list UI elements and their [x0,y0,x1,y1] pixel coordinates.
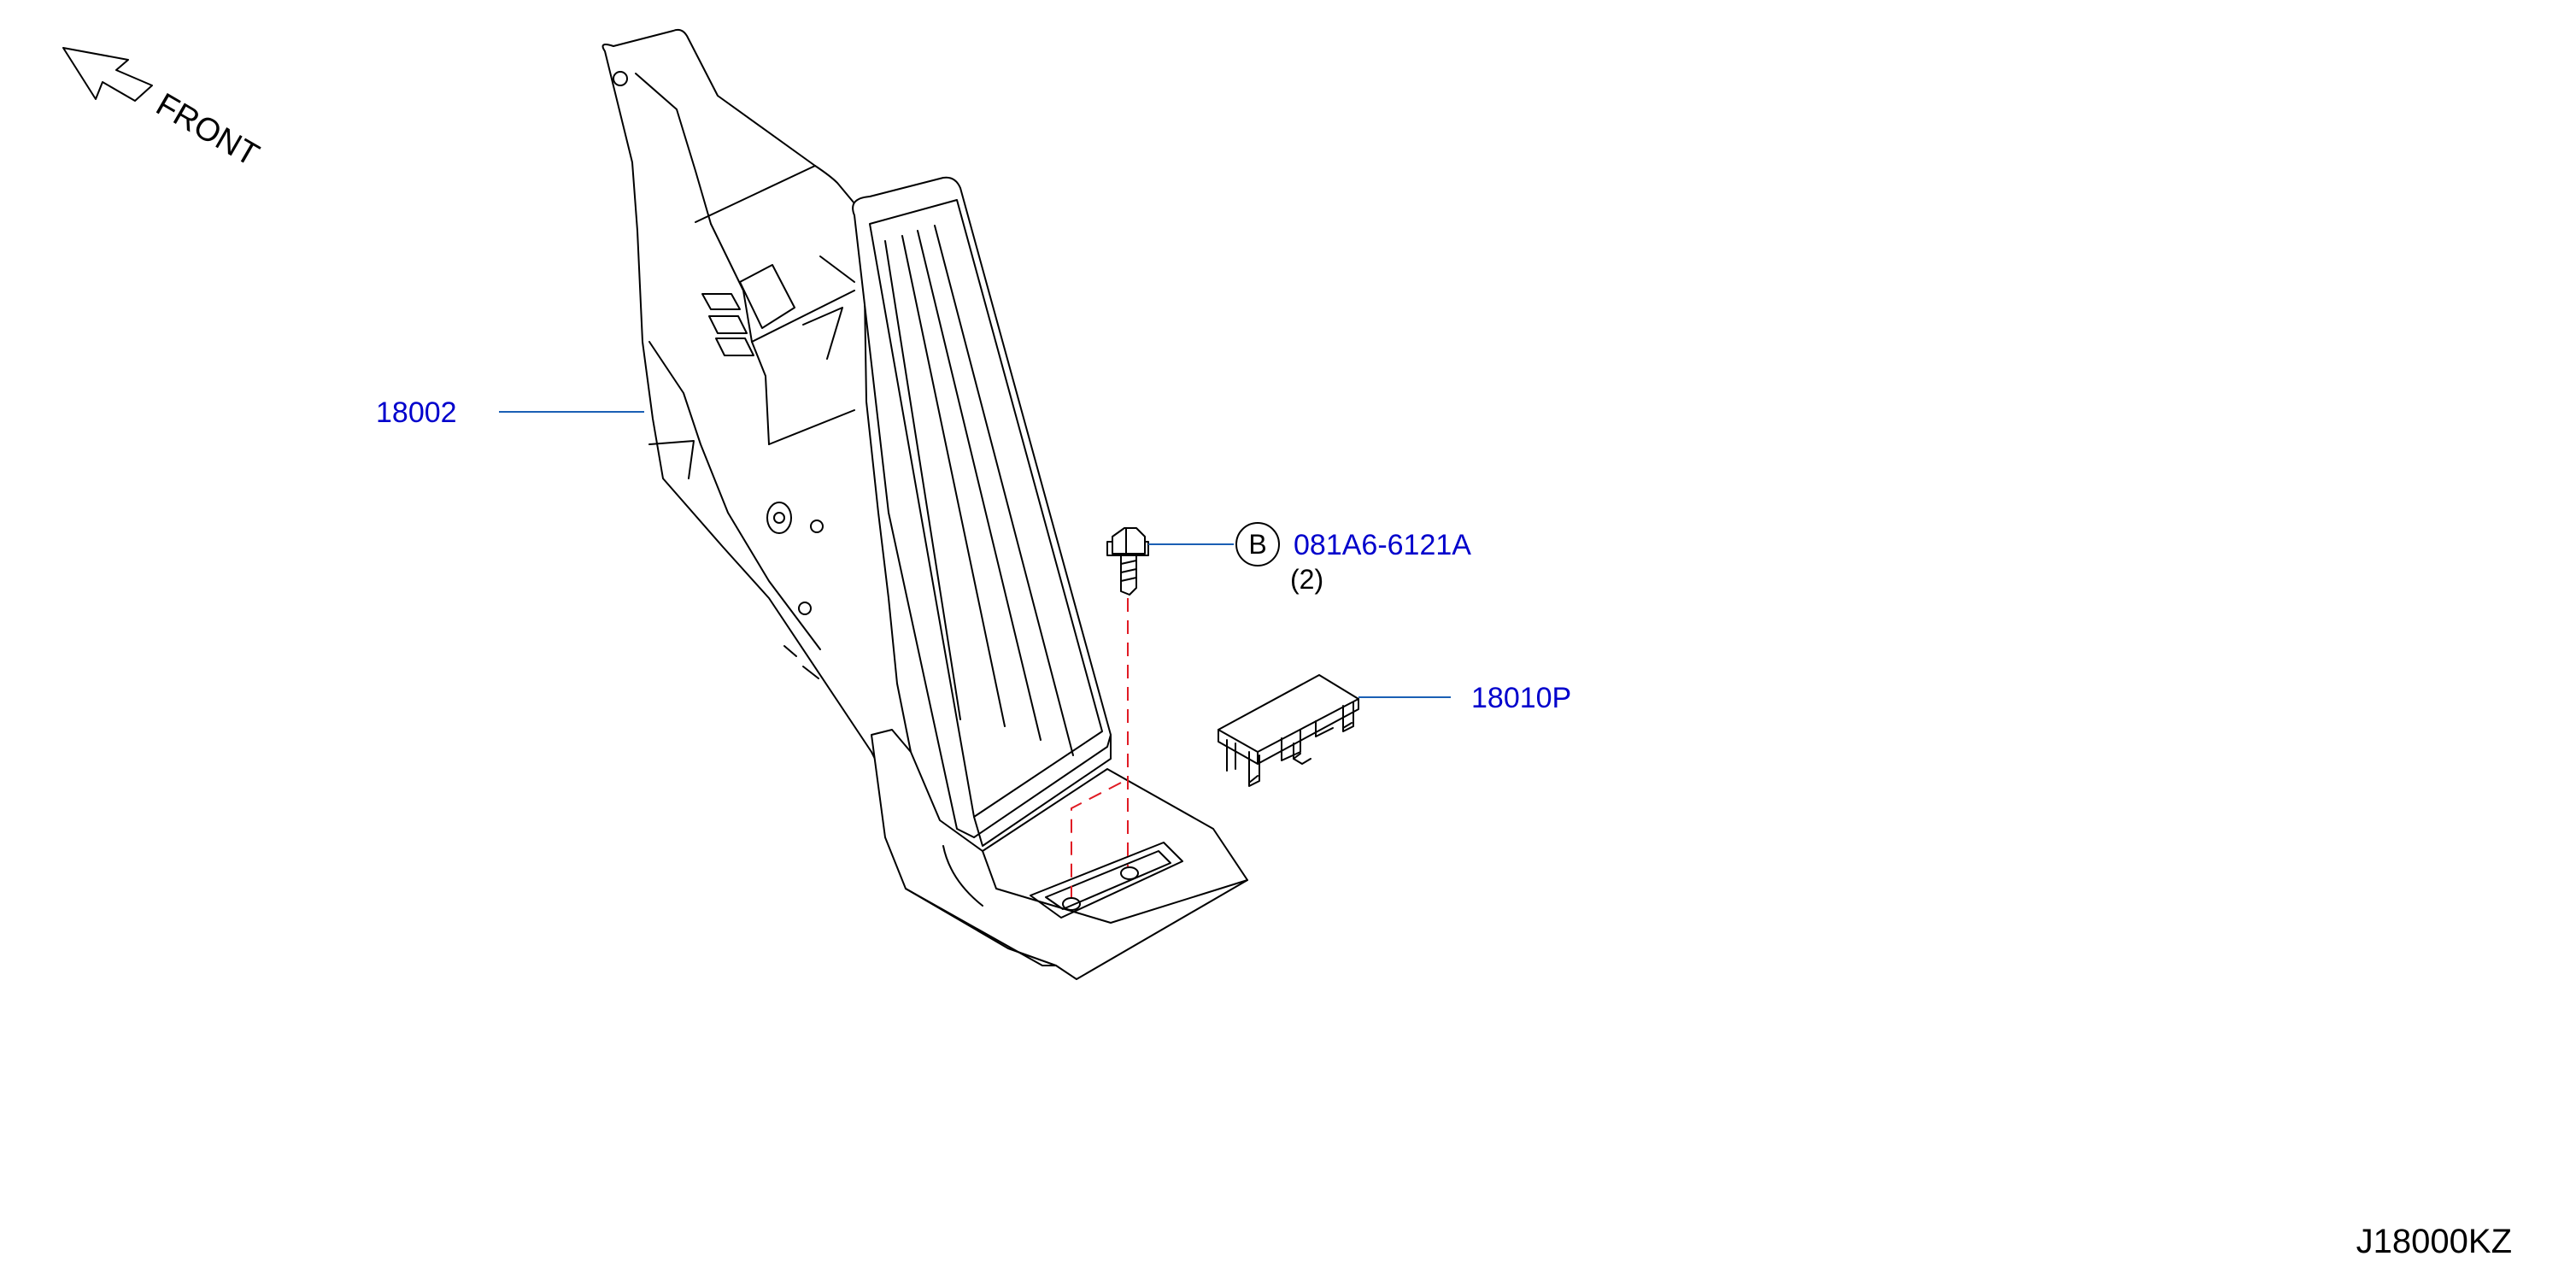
front-label: FRONT [150,86,265,173]
bolt-marker-circle [1235,522,1280,566]
part-number-18002[interactable]: 18002 [376,396,457,429]
callout-pedal-assembly[interactable]: 18002 [376,396,644,429]
diagram-code: J18000KZ [2356,1223,2512,1260]
cover-part [1218,674,1359,787]
bolt-hole-right [1120,866,1139,880]
pedal-pad [852,176,1112,838]
front-arrow-icon [62,47,153,102]
pivot-hole [766,502,792,534]
cover-body [1218,674,1359,753]
callout-bolt[interactable]: B 081A6-6121A (2) [1148,522,1471,595]
installation-guides [1071,598,1129,897]
bolt-hole-left [1062,897,1081,911]
mounting-hole [613,71,628,86]
part-number-18010P[interactable]: 18010P [1471,682,1571,714]
bracket-slot [739,264,795,329]
pedal-bracket [601,28,912,787]
front-indicator: FRONT [62,47,265,173]
bolt-part [1106,527,1149,596]
bolt-shank [1120,555,1137,596]
bolt-marker-letter: B [1248,529,1266,560]
bolt-quantity: (2) [1290,564,1323,595]
part-number-bolt[interactable]: 081A6-6121A [1294,529,1471,561]
bolt-head [1112,527,1146,555]
accelerator-pedal-assembly [601,28,1248,980]
mounting-pad [1030,842,1183,919]
cover-tab [1226,739,1236,772]
callout-cover[interactable]: 18010P [1358,682,1571,714]
